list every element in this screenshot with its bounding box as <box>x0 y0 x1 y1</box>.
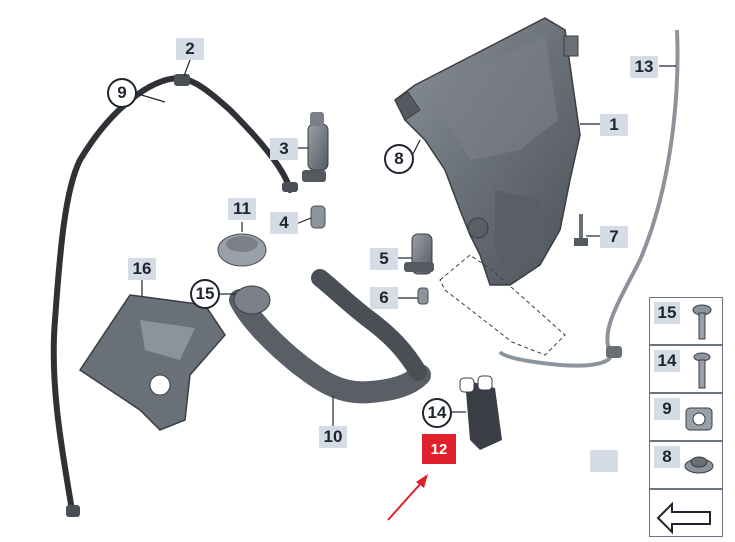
callout-7: 7 <box>600 226 628 248</box>
legend-item-8: 8 <box>649 441 723 489</box>
level-sensor <box>574 214 588 246</box>
washer-fluid-reservoir <box>394 17 581 286</box>
holder-12 <box>459 375 502 450</box>
callout-1: 1 <box>600 114 628 136</box>
legend-number: 14 <box>654 350 680 372</box>
filler-neck <box>229 269 431 404</box>
leader-lines <box>137 59 676 426</box>
dashed-outline <box>439 254 566 356</box>
legend-number: 15 <box>654 302 680 324</box>
grommet-6 <box>417 287 429 305</box>
callout-blank <box>590 450 618 472</box>
washer-pump-front <box>302 112 329 182</box>
callout-13: 13 <box>630 56 658 78</box>
washer-hose-upper <box>50 74 298 517</box>
screw-icon <box>692 304 712 340</box>
reservoir-bracket <box>78 294 226 431</box>
callout-2: 2 <box>176 38 204 60</box>
callout-11: 11 <box>228 198 256 220</box>
callout-8: 8 <box>384 144 414 174</box>
callout-14: 14 <box>422 398 452 428</box>
callout-9: 9 <box>107 78 137 108</box>
bolt-icon <box>693 352 711 389</box>
callout-16: 16 <box>128 258 156 280</box>
callout-15: 15 <box>190 279 220 309</box>
callout-3: 3 <box>270 138 298 160</box>
filler-cap <box>217 233 267 267</box>
nut-icon <box>684 456 714 474</box>
legend-arrow-cell <box>649 489 723 537</box>
callout-12[interactable]: 12 <box>422 434 456 464</box>
callout-6: 6 <box>370 287 398 309</box>
legend-item-9: 9 <box>649 393 723 441</box>
legend-item-15: 15 <box>649 297 723 345</box>
grommet-4 <box>310 205 326 229</box>
clip-icon <box>685 407 713 431</box>
callout-4: 4 <box>270 212 298 234</box>
direction-arrow-icon <box>656 501 711 535</box>
legend-number: 9 <box>654 398 680 420</box>
red-arrow <box>387 474 428 521</box>
legend-number: 8 <box>654 446 680 468</box>
washer-hose-rear <box>498 29 680 368</box>
legend-item-14: 14 <box>649 345 723 393</box>
washer-pump-rear <box>404 233 434 275</box>
callout-10: 10 <box>319 426 347 448</box>
callout-5: 5 <box>370 248 398 270</box>
